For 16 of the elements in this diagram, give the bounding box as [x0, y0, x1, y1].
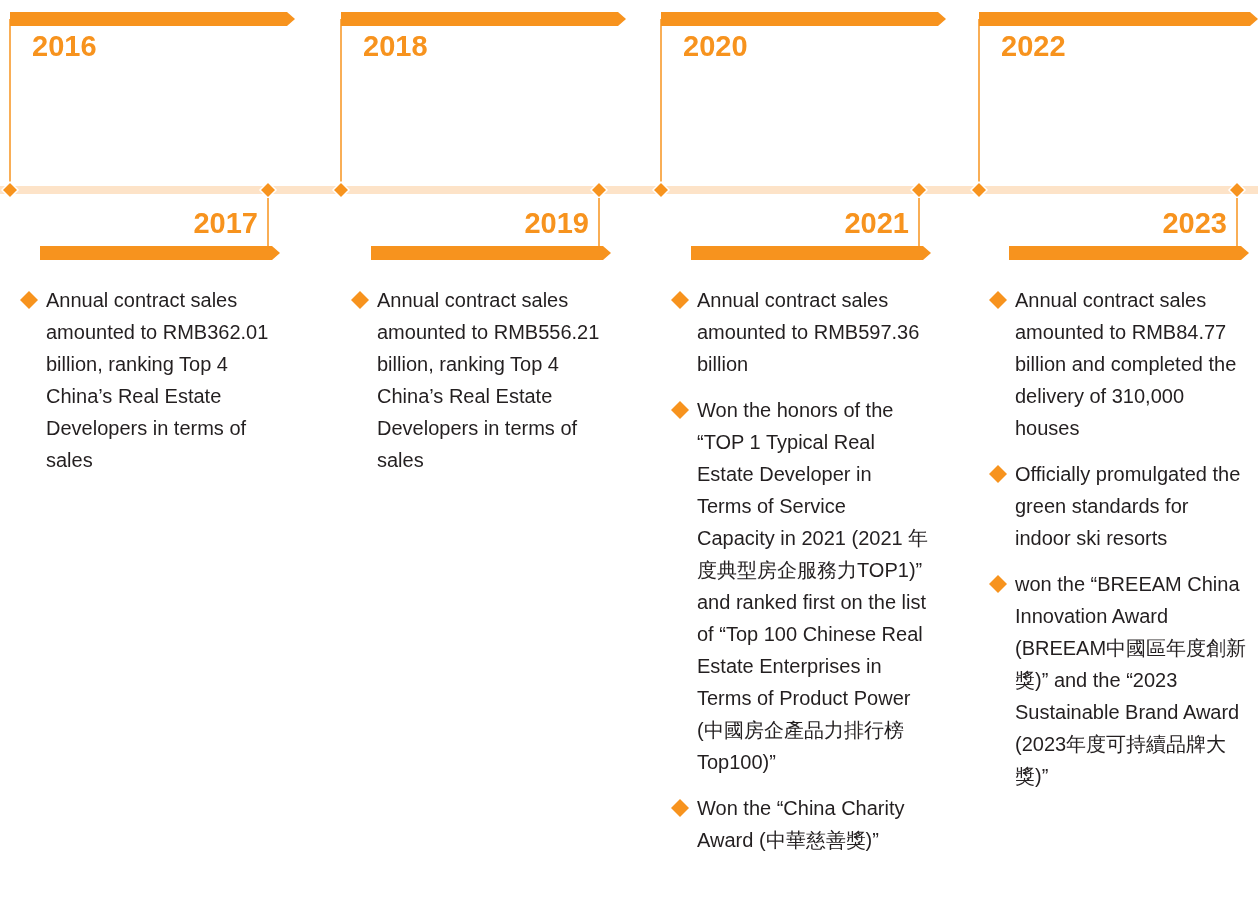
achievement-text: Annual contract sales amounted to RMB597.36 billion [697, 288, 921, 377]
year-label: 2018 [363, 30, 428, 62]
year-label: 2022 [1001, 30, 1066, 62]
achievement-text: Annual contract sales amounted to RMB362.01 billion, ranking Top 4 China’s Real Estate Developers in terms of sales [46, 288, 270, 473]
achievement-text: Won the “China Charity Award (中華慈善獎)” [697, 796, 906, 853]
year-label: 2017 [193, 207, 258, 239]
year-label: 2019 [524, 207, 589, 239]
year-label: 2020 [683, 30, 748, 62]
achievement-text: Officially promulgated the green standards for indoor ski resorts [1015, 462, 1242, 551]
year-label: 2021 [844, 207, 909, 239]
achievement-text: Annual contract sales amounted to RMB84.77 billion and completed the delivery of 310,000 houses [1015, 288, 1238, 441]
achievement-text: won the “BREEAM China Innovation Award (BREEAM中國區年度創新獎)” and the “2023 Sustainable Brand Award (2023年度可持續品牌大獎)” [1015, 572, 1247, 789]
achievement-text: Won the honors of the “TOP 1 Typical Real Estate Developer in Terms of Service Capacity in 2021 (2021 年度典型房企服務力TOP1)” and ranked first on the list of “Top 100 Chinese Real Estate Enterprises in Terms of Product Power (中國房企產品力排行榜Top100)” [697, 398, 929, 775]
year-label: 2023 [1162, 207, 1227, 239]
year-label: 2016 [32, 30, 97, 62]
achievement-text: Annual contract sales amounted to RMB556.21 billion, ranking Top 4 China’s Real Estate Developers in terms of sales [377, 288, 601, 473]
